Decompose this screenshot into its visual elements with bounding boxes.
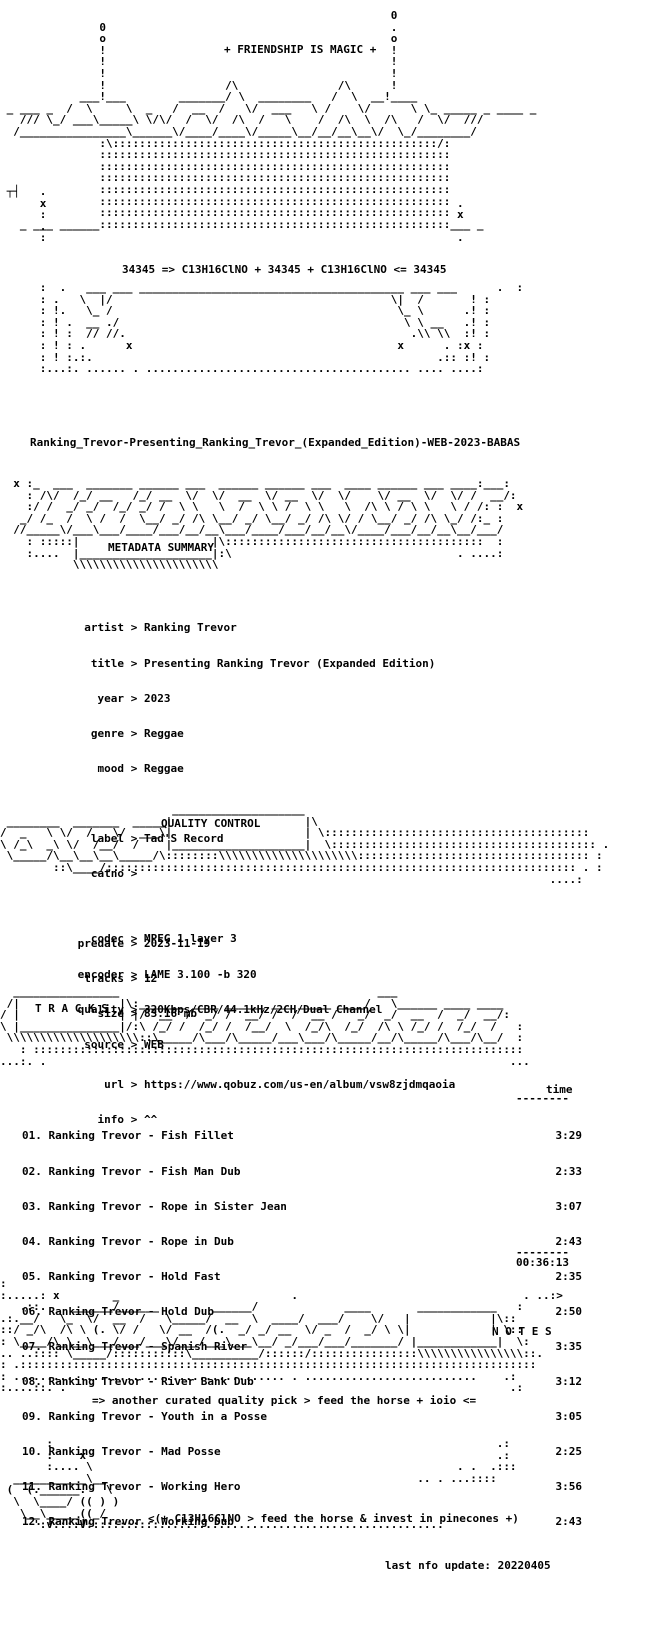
- formula-line: 34345 => C13H16ClNO + 34345 + C13H16ClNO…: [122, 263, 447, 276]
- tracks-header-art: ________________ ___ /| |\:_______ ____ …: [0, 985, 530, 1068]
- metadata-header-art: x :_ ___ _______ ______ ___ ______ _____…: [13, 477, 524, 572]
- castle-side-marks: ┬┤ . x . : x . :: [6, 185, 464, 245]
- section-quality-title: QUALITY CONTROL: [161, 817, 261, 830]
- total-rule: --------: [516, 1246, 569, 1259]
- metadata-row-genre: genre>Reggae: [90, 726, 184, 740]
- metadata-row-label: label>Tad'S Record: [90, 831, 224, 845]
- quality-list: codec>MPEG 1 layer 3 encoder>LAME 3.100 …: [0, 910, 383, 1074]
- castle-ascii-art: 0 0 . o o ! !: [6, 9, 537, 231]
- time-column-header: time: [546, 1083, 573, 1096]
- notes-line: => another curated quality pick > feed t…: [92, 1394, 477, 1407]
- quality-header-art: ____________________ ________ _______ __…: [0, 803, 610, 886]
- metadata-row-year: year>2023: [97, 691, 171, 705]
- metadata-list: artist>Ranking Trevor title>Presenting R…: [0, 599, 456, 1149]
- section-tracks-title: T R A C K S: [35, 1002, 108, 1015]
- metadata-row-predate: predate>2023-11-19: [77, 937, 211, 951]
- section-notes-title: N O T E S: [492, 1325, 552, 1338]
- last-update: last nfo update: 20220405: [385, 1559, 551, 1572]
- metadata-row-tracks: tracks>12: [84, 972, 158, 986]
- notes-header-art: : :.....: x _ . . ..:> .::. ______/_____…: [0, 1277, 563, 1395]
- quality-row-source: source>WEB: [84, 1037, 164, 1051]
- bridge-ascii-art: : . ___ ___ ____________________________…: [39, 281, 524, 376]
- metadata-row-title: title>Presenting Ranking Trevor (Expande…: [90, 656, 436, 670]
- metadata-row-url: url>https://www.qobuz.com/us-en/album/vs…: [104, 1077, 456, 1091]
- metadata-row-info: info>^^: [97, 1112, 158, 1126]
- metadata-row-catno: catno>: [90, 867, 138, 881]
- footer-tagline: <(+ C13H16ClNO > feed the horse & invest…: [148, 1512, 519, 1525]
- metadata-row-size: size>83.16 mb: [97, 1007, 197, 1021]
- section-metadata-title: METADATA SUMMARY: [108, 541, 214, 554]
- track-row: 03. Ranking Trevor - Rope in Sister Jean…: [22, 1199, 582, 1213]
- metadata-row-mood: mood>Reggae: [97, 761, 184, 775]
- banner-text: + FRIENDSHIP IS MAGIC +: [224, 43, 377, 56]
- quality-row-encoder: encoder>LAME 3.100 -b 320: [77, 967, 257, 981]
- metadata-row-artist: artist>Ranking Trevor: [84, 621, 237, 635]
- release-name: Ranking_Trevor-Presenting_Ranking_Trevor…: [30, 436, 521, 449]
- footer-ship-art: : .: : x .: :.... \: [6, 1437, 517, 1532]
- quality-row-codec: codec>MPEG 1 layer 3: [90, 932, 237, 946]
- quality-row-quality: quality>320Kbps/CBR/44.1kHz/2CH/Dual Cha…: [77, 1002, 383, 1016]
- total-time: 00:36:13: [516, 1256, 569, 1269]
- time-header-rule: --------: [516, 1092, 569, 1105]
